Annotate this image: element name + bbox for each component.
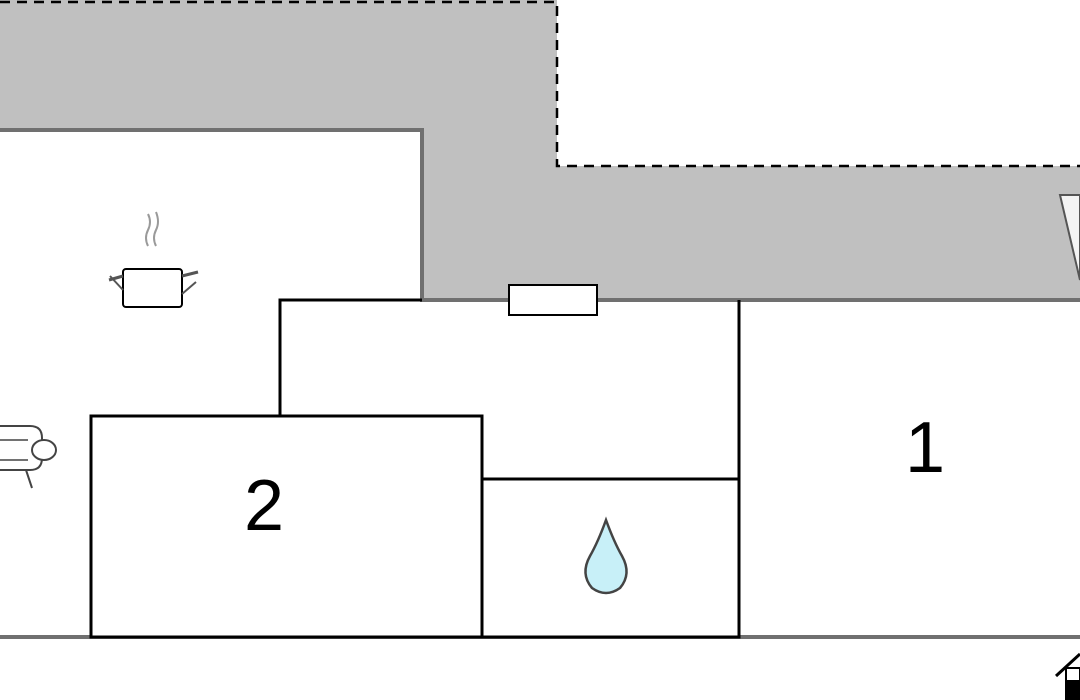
interior-wall-hall [278, 298, 422, 416]
water-drop-icon [584, 516, 628, 595]
terrace-boundary [0, 0, 1080, 168]
exterior-wall-top [0, 128, 1080, 302]
terrace-area [0, 0, 1080, 300]
door-icon [1058, 194, 1080, 281]
room-label-2: 2 [244, 466, 284, 546]
window-icon [508, 284, 598, 316]
house-icon [1054, 652, 1080, 700]
cooking-pot-icon [108, 211, 199, 308]
room-label-1: 1 [905, 408, 945, 488]
sofa-icon [0, 425, 57, 489]
room-2-outline [89, 414, 484, 639]
